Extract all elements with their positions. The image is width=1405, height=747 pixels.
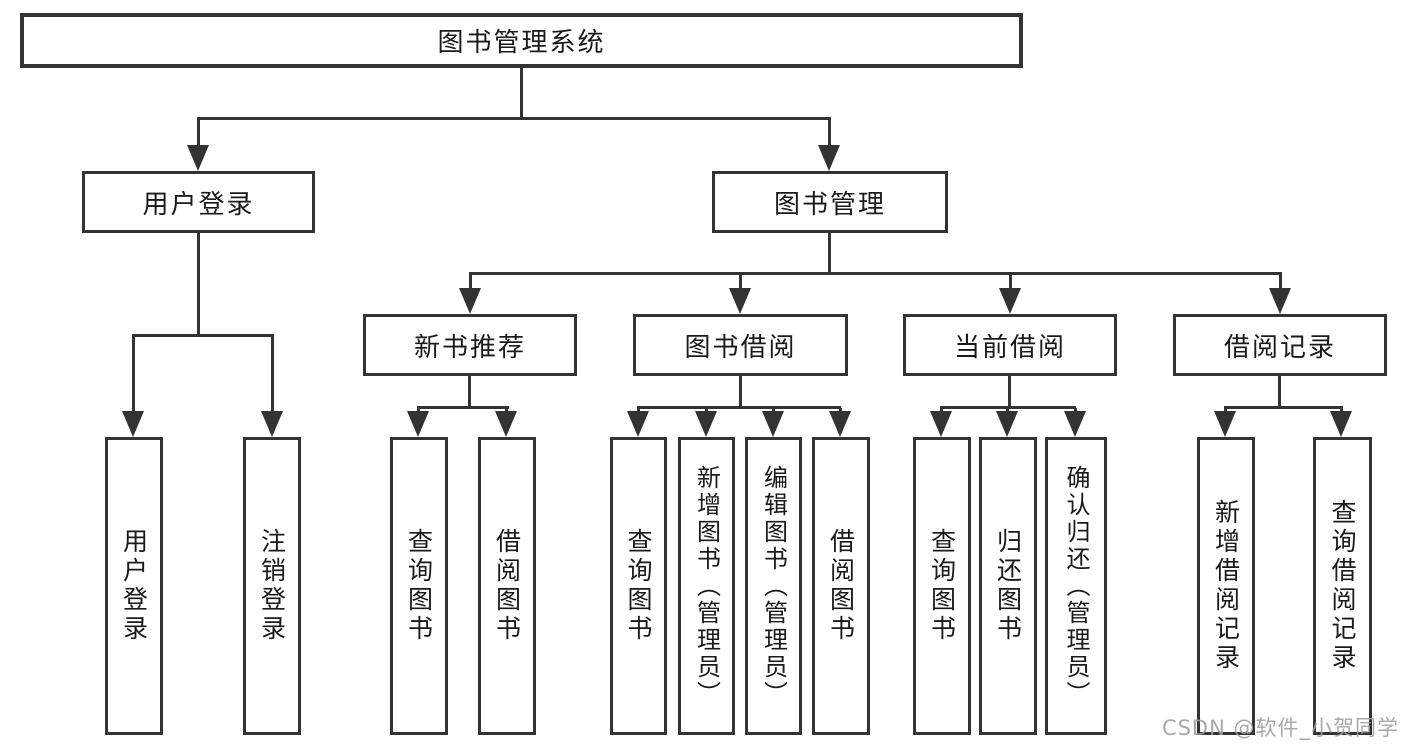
leaf-borrow-books-recommend-label: 借阅图书: [492, 528, 522, 644]
arrow-to-confirm-return-admin: [1064, 408, 1086, 437]
node-user-login-label: 用户登录: [142, 189, 255, 220]
leaf-return-books-label: 归还图书: [993, 528, 1023, 644]
connector-root-drop: [520, 68, 523, 120]
node-root-label: 图书管理系统: [437, 28, 606, 58]
leaf-query-books-recommend-label: 查询图书: [404, 528, 434, 644]
arrow-to-edit-books-admin: [762, 408, 784, 437]
leaf-edit-books-admin-label: 编辑图书（管理员）: [759, 464, 788, 708]
node-new-book-recommend: 新书推荐: [363, 314, 577, 376]
node-borrowing-records: 借阅记录: [1173, 314, 1387, 376]
leaf-edit-books-admin: 编辑图书（管理员）: [745, 437, 802, 735]
leaf-add-borrow-record-label: 新增借阅记录: [1211, 499, 1241, 673]
arrow-to-borrow-books-recommend: [495, 408, 517, 437]
arrow-to-current-borrowing: [999, 273, 1021, 314]
node-new-book-recommend-label: 新书推荐: [413, 332, 526, 363]
connector-current-bar: [940, 406, 1076, 409]
arrow-to-new-book-recommend: [459, 273, 481, 314]
connector-level3-bar: [469, 272, 1282, 275]
node-book-borrowing: 图书借阅: [633, 314, 848, 376]
connector-user-login-drop: [197, 233, 200, 337]
arrow-to-borrow-books-borrowing: [829, 408, 851, 437]
leaf-query-borrow-record: 查询借阅记录: [1313, 437, 1372, 735]
leaf-return-books: 归还图书: [979, 437, 1037, 735]
connector-user-login-bar: [132, 334, 274, 337]
node-borrowing-records-label: 借阅记录: [1223, 332, 1336, 363]
connector-records-bar: [1224, 406, 1343, 409]
connector-book-management-drop: [828, 233, 831, 275]
connector-borrowing-drop: [739, 376, 742, 409]
node-book-management-label: 图书管理: [773, 189, 886, 220]
connector-records-drop: [1278, 376, 1281, 409]
arrow-to-borrowing-records: [1269, 273, 1291, 314]
arrow-to-book-management: [818, 118, 840, 171]
node-current-borrowing: 当前借阅: [903, 314, 1117, 376]
connector-recommend-drop: [468, 376, 471, 409]
arrow-to-query-borrow-record: [1330, 408, 1352, 437]
connector-recommend-bar: [417, 406, 509, 409]
leaf-query-borrow-record-label: 查询借阅记录: [1328, 499, 1357, 673]
node-root: 图书管理系统: [20, 13, 1023, 68]
csdn-watermark: CSDN @软件_小贺同学: [1161, 716, 1399, 740]
leaf-query-books-current-label: 查询图书: [927, 528, 957, 644]
leaf-borrow-books-recommend: 借阅图书: [478, 437, 536, 735]
connector-current-drop: [1008, 376, 1011, 409]
leaf-logout-label: 注销登录: [257, 528, 287, 644]
arrow-to-logout: [261, 335, 283, 437]
leaf-add-books-admin-label: 新增图书（管理员）: [692, 464, 721, 708]
leaf-add-books-admin: 新增图书（管理员）: [678, 437, 735, 735]
arrow-to-user-login: [187, 118, 209, 171]
leaf-query-books-current: 查询图书: [913, 437, 971, 735]
arrow-to-return-books: [996, 408, 1018, 437]
leaf-query-books-borrowing-label: 查询图书: [624, 528, 653, 644]
node-user-login: 用户登录: [82, 171, 315, 233]
leaf-query-books-borrowing: 查询图书: [610, 437, 667, 735]
leaf-add-borrow-record: 新增借阅记录: [1197, 437, 1255, 735]
arrow-to-query-books-recommend: [407, 408, 429, 437]
arrow-to-query-books-current: [930, 408, 952, 437]
node-book-borrowing-label: 图书借阅: [684, 332, 797, 363]
leaf-borrow-books-borrowing-label: 借阅图书: [826, 528, 856, 644]
leaf-query-books-recommend: 查询图书: [390, 437, 448, 735]
arrow-to-query-books-borrowing: [627, 408, 649, 437]
arrow-to-user-login-leaf: [122, 335, 144, 437]
connector-root-bar: [197, 117, 831, 120]
node-current-borrowing-label: 当前借阅: [953, 332, 1066, 363]
leaf-user-login: 用户登录: [105, 437, 163, 735]
node-book-management: 图书管理: [712, 171, 948, 233]
leaf-confirm-return-admin: 确认归还（管理员）: [1045, 437, 1107, 735]
leaf-user-login-label: 用户登录: [119, 528, 149, 644]
arrow-to-add-borrow-record: [1214, 408, 1236, 437]
connector-borrowing-bar: [637, 406, 841, 409]
leaf-logout: 注销登录: [243, 437, 301, 735]
leaf-borrow-books-borrowing: 借阅图书: [812, 437, 870, 735]
arrow-to-add-books-admin: [695, 408, 717, 437]
arrow-to-book-borrowing: [729, 273, 751, 314]
leaf-confirm-return-admin-label: 确认归还（管理员）: [1062, 464, 1090, 708]
